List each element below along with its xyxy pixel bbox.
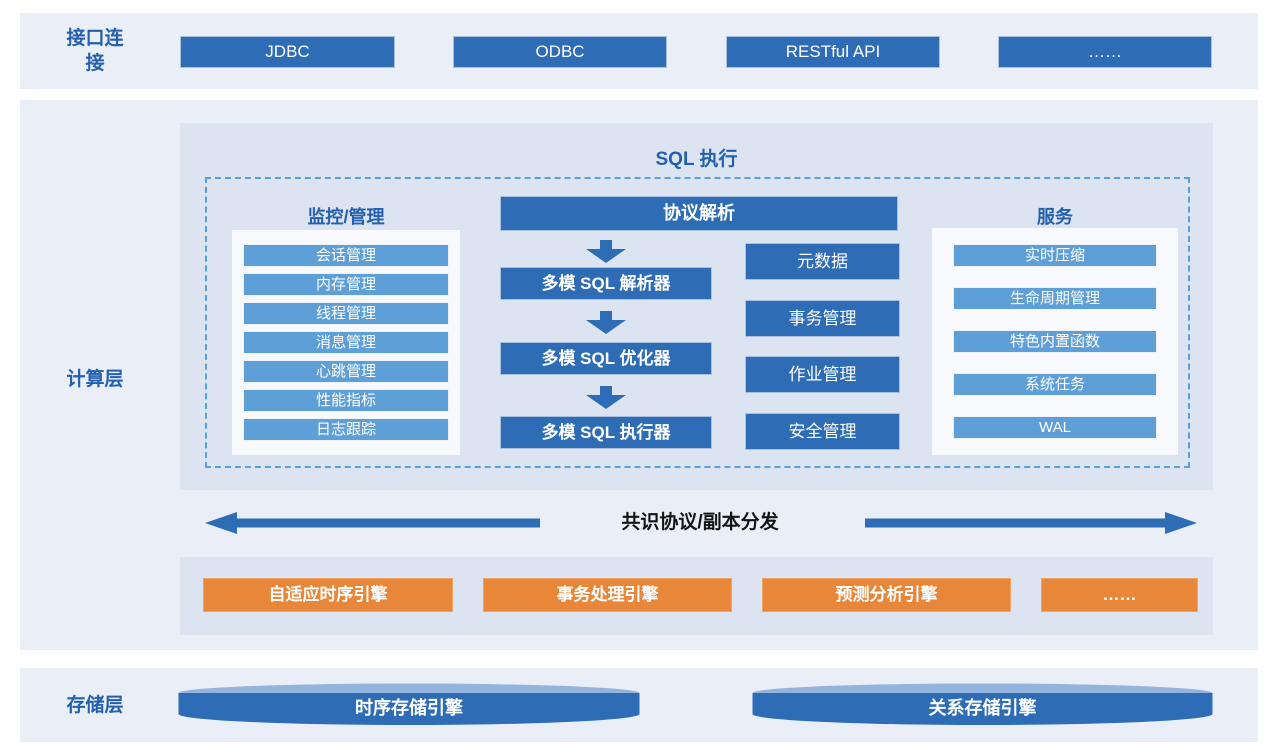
consensus-label: 共识协议/副本分发 bbox=[621, 512, 779, 533]
service-item: WAL bbox=[953, 416, 1157, 439]
left-arrow-icon bbox=[205, 511, 540, 535]
interface-box-odbc: ODBC bbox=[453, 36, 667, 68]
monitor-title: 监控/管理 bbox=[307, 207, 385, 227]
services-title: 服务 bbox=[1037, 207, 1073, 227]
right-arrow-icon bbox=[865, 511, 1197, 535]
engine-box-more: …… bbox=[1041, 578, 1198, 612]
storage-layer-label: 存储层 bbox=[66, 695, 124, 716]
monitor-item: 日志跟踪 bbox=[243, 418, 449, 441]
cylinder-icon bbox=[178, 683, 640, 725]
engine-box-predictive: 预测分析引擎 bbox=[762, 578, 1011, 612]
pipeline-box-parser: 多模 SQL 解析器 bbox=[500, 267, 712, 300]
cylinder-label: 关系存储引擎 bbox=[928, 698, 1037, 718]
monitor-item: 线程管理 bbox=[243, 302, 449, 325]
service-item: 系统任务 bbox=[953, 373, 1157, 396]
down-arrow-icon bbox=[586, 386, 626, 409]
storage-cylinder-timeseries: 时序存储引擎 bbox=[178, 683, 640, 728]
sql-exec-dashed-box bbox=[205, 177, 1190, 468]
engine-box-timeseries: 自适应时序引擎 bbox=[203, 578, 453, 612]
side-box-security: 安全管理 bbox=[745, 413, 900, 450]
side-box-job: 作业管理 bbox=[745, 356, 900, 393]
interface-box-restful-api: RESTful API bbox=[726, 36, 940, 68]
storage-cylinder-relational: 关系存储引擎 bbox=[752, 683, 1213, 728]
service-item: 实时压缩 bbox=[953, 244, 1157, 267]
monitor-item: 会话管理 bbox=[243, 244, 449, 267]
monitor-item: 心跳管理 bbox=[243, 360, 449, 383]
down-arrow-icon bbox=[586, 311, 626, 334]
service-item: 生命周期管理 bbox=[953, 287, 1157, 310]
pipeline-box-optimizer: 多模 SQL 优化器 bbox=[500, 342, 712, 375]
side-box-transaction: 事务管理 bbox=[745, 300, 900, 337]
interface-layer-label: 接口连接 bbox=[66, 28, 124, 74]
monitor-item: 内存管理 bbox=[243, 273, 449, 296]
sql-exec-title: SQL 执行 bbox=[655, 149, 738, 170]
compute-layer-label: 计算层 bbox=[66, 369, 124, 390]
engine-box-transaction: 事务处理引擎 bbox=[483, 578, 732, 612]
cylinder-label: 时序存储引擎 bbox=[355, 698, 463, 718]
cylinder-icon bbox=[752, 683, 1213, 725]
pipeline-box-executor: 多模 SQL 执行器 bbox=[500, 416, 712, 449]
service-item: 特色内置函数 bbox=[953, 330, 1157, 353]
interface-box-jdbc: JDBC bbox=[180, 36, 395, 68]
monitor-item: 性能指标 bbox=[243, 389, 449, 412]
side-box-metadata: 元数据 bbox=[745, 243, 900, 280]
monitor-item: 消息管理 bbox=[243, 331, 449, 354]
interface-box-more: …… bbox=[998, 36, 1212, 68]
protocol-parse-header: 协议解析 bbox=[500, 196, 898, 231]
down-arrow-icon bbox=[586, 240, 626, 263]
